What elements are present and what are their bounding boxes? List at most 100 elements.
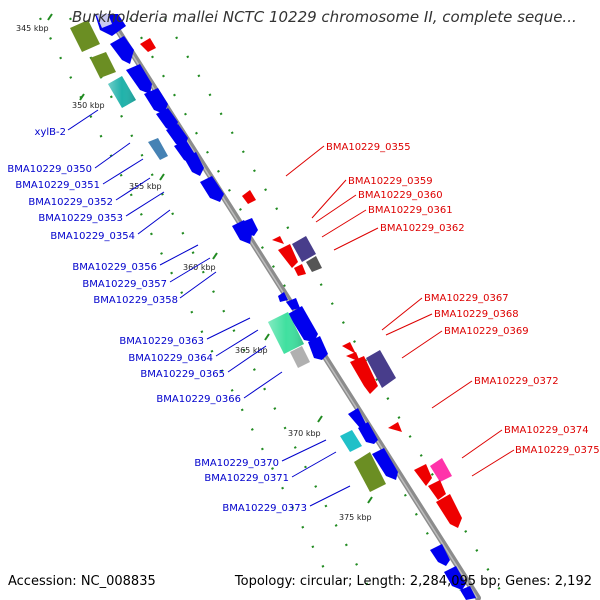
cds-arrow[interactable] [242,218,258,236]
gene-label[interactable]: BMA10229_0350 [7,164,92,175]
gene-label[interactable]: BMA10229_0358 [93,295,178,306]
cds-arrow[interactable] [372,448,398,480]
cds-arrow-reverse[interactable] [140,38,156,52]
connector-line [431,380,473,409]
cds-arrow-reverse[interactable] [242,190,256,204]
position-ticks: 345 kbp 350 kbp 355 kbp 360 kbp 365 kbp … [16,13,373,522]
cds-arrow[interactable] [358,422,378,444]
connector-line [309,485,351,507]
cds-arrow[interactable] [430,544,450,566]
tick-label: 375 kbp [339,513,372,522]
tick-label: 365 kbp [235,346,268,355]
cds-arrow-reverse[interactable] [388,422,402,432]
connector-line [281,439,327,462]
cds-arrow-reverse[interactable] [272,236,284,244]
gene-label[interactable]: BMA10229_0372 [474,376,559,387]
cds-arrow[interactable] [278,292,288,302]
cds-block-cyan[interactable] [340,430,362,452]
cds-arrow-reverse[interactable] [278,244,298,268]
gene-label[interactable]: BMA10229_0369 [444,326,529,337]
cds-arrow[interactable] [308,336,328,360]
forward-gene-labels: xylB-2 BMA10229_0350 BMA10229_0351 BMA10… [7,127,307,514]
cds-block-olive[interactable] [354,452,386,492]
cds-arrow[interactable] [110,36,134,64]
reverse-gene-labels: BMA10229_0355 BMA10229_0359 BMA10229_036… [326,142,600,456]
gene-label[interactable]: BMA10229_0373 [222,503,307,514]
cds-block-slate[interactable] [366,350,396,388]
gene-label[interactable]: BMA10229_0370 [194,458,279,469]
gene-label[interactable]: xylB-2 [35,127,66,138]
connector-line [311,179,347,219]
gene-label[interactable]: BMA10229_0364 [128,353,213,364]
cds-arrow-reverse[interactable] [436,494,462,528]
forward-shading [108,76,304,354]
gene-label[interactable]: BMA10229_0355 [326,142,411,153]
cds-arrow-reverse[interactable] [350,356,378,394]
connector-line [94,142,131,169]
tick-mark [159,173,165,181]
cds-arrow[interactable] [288,306,318,342]
cds-block-magenta[interactable] [430,458,452,482]
gene-label[interactable]: BMA10229_0368 [434,309,519,320]
gene-label[interactable]: BMA10229_0351 [15,180,100,191]
cds-arrow[interactable] [200,176,224,202]
map-title: Burkholderia mallei NCTC 10229 chromosom… [72,8,577,26]
gene-label[interactable]: BMA10229_0357 [82,279,167,290]
gene-label[interactable]: BMA10229_0360 [358,190,443,201]
cds-arrow[interactable] [444,566,466,590]
tick-mark [47,13,53,21]
tick-mark [367,496,373,504]
gene-label[interactable]: BMA10229_0353 [38,213,123,224]
topology-text: Topology: circular; Length: 2,284,095 bp… [234,574,592,589]
tick-label: 360 kbp [183,263,216,272]
gene-label[interactable]: BMA10229_0362 [380,223,465,234]
gene-label[interactable]: BMA10229_0363 [119,336,204,347]
reverse-label-connectors [285,145,515,477]
cds-arrow[interactable] [144,88,168,114]
cds-block-slate[interactable] [292,236,316,262]
shade-overlay [268,312,304,354]
connector-line [206,317,251,340]
gene-label[interactable]: BMA10229_0365 [140,369,225,380]
gene-label[interactable]: BMA10229_0367 [424,293,509,304]
tick-label: 345 kbp [16,24,49,33]
cds-arrow-reverse[interactable] [428,480,446,500]
connector-line [115,177,151,201]
cds-block-gray[interactable] [290,346,310,368]
connector-line [285,145,325,177]
cds-block-lavender[interactable] [96,14,112,28]
cds-arrow-reverse[interactable] [342,342,356,354]
cds-block-olive[interactable] [90,52,116,78]
connector-line [159,244,199,266]
gene-label[interactable]: BMA10229_0361 [368,205,453,216]
cds-arrow-reverse[interactable] [294,264,306,276]
cds-arrow[interactable] [156,108,178,132]
cds-block-dark[interactable] [306,256,322,272]
gene-label[interactable]: BMA10229_0359 [348,176,433,187]
tick-label: 355 kbp [129,182,162,191]
cds-block-olive[interactable] [70,20,100,52]
cds-arrow[interactable] [184,152,204,176]
gene-label[interactable]: BMA10229_0375 [515,445,600,456]
cds-arrow[interactable] [286,298,300,310]
connector-line [321,209,367,238]
connector-line [102,158,144,185]
connector-line [179,271,217,299]
connector-line [461,429,503,459]
cds-arrow[interactable] [348,408,366,428]
gene-label[interactable]: BMA10229_0366 [156,394,241,405]
gene-label[interactable]: BMA10229_0371 [204,473,289,484]
connector-line [215,329,259,357]
cds-arrow[interactable] [460,586,476,600]
forward-label-connectors [67,109,351,507]
cds-arrow[interactable] [126,64,152,94]
gene-label[interactable]: BMA10229_0352 [28,197,113,208]
gene-label[interactable]: BMA10229_0374 [504,425,589,436]
connector-line [401,330,443,359]
track-guide-outer-right [164,17,501,591]
cds-block-steel[interactable] [148,138,168,160]
cds-arrow-reverse[interactable] [414,464,432,486]
gene-label[interactable]: BMA10229_0356 [72,262,157,273]
gene-label[interactable]: BMA10229_0354 [50,231,135,242]
